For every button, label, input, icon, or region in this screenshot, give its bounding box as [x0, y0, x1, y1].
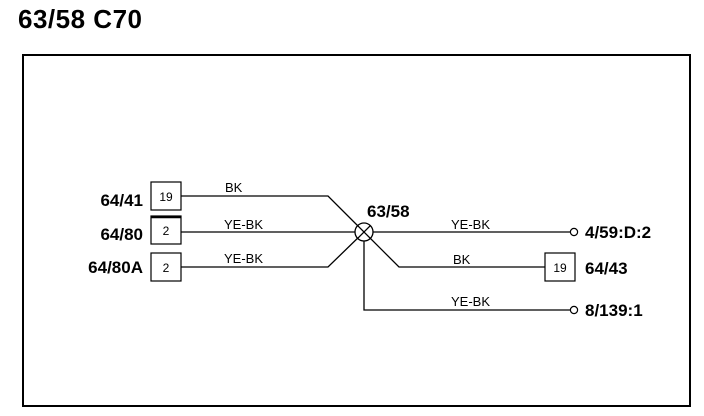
- wire-color-label: YE-BK: [224, 217, 263, 232]
- connector-64-41[interactable]: 64/41 19: [100, 181, 182, 211]
- pin-number: 19: [553, 261, 567, 275]
- connector-label: 64/80: [100, 225, 143, 244]
- terminal-label: 8/139:1: [585, 301, 643, 320]
- connector-label: 64/43: [585, 259, 628, 278]
- wire-color-label: YE-BK: [451, 294, 490, 309]
- splice-63-58[interactable]: 63/58: [354, 202, 410, 242]
- connector-label: 64/41: [100, 191, 143, 210]
- wire-64-43: [363, 231, 545, 268]
- wire-8-139: [363, 232, 570, 311]
- splice-cross: [357, 225, 371, 239]
- terminal-8-139-1[interactable]: 8/139:1: [569, 301, 643, 320]
- pin-number: 19: [159, 190, 173, 204]
- wire-64-41: [181, 195, 365, 233]
- terminal-icon: [569, 227, 579, 237]
- page-title: 63/58 C70: [18, 4, 143, 34]
- pin-number: 2: [163, 224, 170, 238]
- wire-color-label: BK: [453, 252, 471, 267]
- wire-color-label: BK: [225, 180, 243, 195]
- pin-number: 2: [163, 261, 170, 275]
- pin-box: [150, 181, 182, 211]
- splice-label: 63/58: [367, 202, 410, 221]
- connector-64-80a[interactable]: 64/80A 2: [88, 252, 182, 282]
- terminal-label: 4/59:D:2: [585, 223, 651, 242]
- connector-label: 64/80A: [88, 258, 143, 277]
- wire-64-80a: [181, 231, 365, 268]
- connector-64-43[interactable]: 19 64/43: [544, 252, 628, 282]
- connector-64-80[interactable]: 64/80 2: [100, 215, 182, 245]
- wire-color-label: YE-BK: [451, 217, 490, 232]
- terminal-icon: [569, 305, 579, 315]
- wire-color-label: YE-BK: [224, 251, 263, 266]
- pin-box: [544, 252, 576, 282]
- terminal-4-59-d-2[interactable]: 4/59:D:2: [569, 223, 651, 242]
- diagram-frame: [22, 54, 691, 407]
